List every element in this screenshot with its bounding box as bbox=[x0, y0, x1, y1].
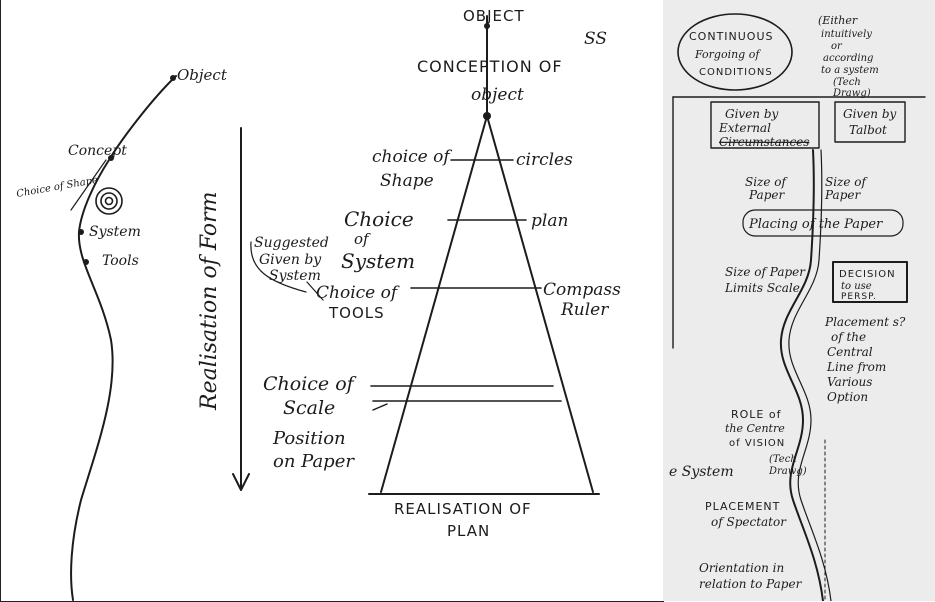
given-external-box bbox=[710, 101, 820, 149]
label-suggested-3: System bbox=[269, 268, 321, 284]
svg-text:DECISION: DECISION bbox=[839, 269, 896, 280]
pyramid bbox=[380, 115, 594, 493]
label-size-limits-2: Limits Scale bbox=[724, 281, 800, 295]
label-suggested-1: Suggested bbox=[254, 235, 329, 251]
label-choice-system-3: System bbox=[341, 249, 415, 273]
label-size-limits-1: Size of Paper bbox=[725, 265, 806, 279]
label-choice-system-2: of bbox=[354, 230, 371, 248]
process-curve bbox=[70, 75, 177, 601]
label-continuous-1: CONTINUOUS bbox=[689, 30, 774, 43]
svg-text:according: according bbox=[823, 53, 873, 64]
svg-text:Line from: Line from bbox=[826, 360, 886, 374]
label-ss: SS bbox=[584, 29, 607, 49]
given-talbot-box bbox=[834, 101, 906, 143]
svg-text:Circumstances: Circumstances bbox=[719, 135, 809, 149]
continuous-bubble bbox=[677, 13, 793, 91]
label-continuous-2: Forgoing of bbox=[694, 48, 761, 61]
line-scale bbox=[370, 385, 562, 402]
svg-text:Placement s?: Placement s? bbox=[824, 315, 906, 329]
label-position-1: Position bbox=[272, 428, 346, 449]
label-object: Object bbox=[177, 66, 228, 84]
label-choice-tools-1: Choice of bbox=[316, 283, 400, 303]
label-conception: CONCEPTION OF bbox=[417, 57, 563, 76]
form-arrow bbox=[232, 127, 250, 491]
svg-text:External: External bbox=[718, 121, 771, 135]
svg-text:PERSP.: PERSP. bbox=[841, 292, 877, 302]
label-choice-scale-1: Choice of bbox=[263, 373, 357, 395]
label-realisation-plan-1: REALISATION OF bbox=[394, 500, 532, 518]
label-choice-of-shape: Choice of Shape bbox=[16, 175, 99, 200]
concept-point bbox=[108, 155, 114, 161]
label-conception-object: object bbox=[471, 85, 524, 105]
label-object-top: OBJECT bbox=[463, 7, 525, 25]
label-circles: circles bbox=[516, 150, 573, 170]
object-point bbox=[170, 75, 176, 81]
decision-box bbox=[832, 261, 908, 303]
svg-text:to a system: to a system bbox=[821, 65, 879, 76]
label-tools: Tools bbox=[102, 253, 139, 269]
either-note: (Either intuitively or according to a sy… bbox=[818, 14, 879, 99]
svg-text:the Centre: the Centre bbox=[725, 422, 785, 435]
tools-point bbox=[83, 259, 89, 265]
svg-text:Talbot: Talbot bbox=[849, 123, 887, 137]
label-compass: Compass bbox=[543, 280, 621, 300]
label-choice-of-shape-2: Shape bbox=[380, 171, 434, 191]
label-continuous-3: CONDITIONS bbox=[699, 67, 773, 78]
left-sketch-panel: Object Concept Choice of Shape System To… bbox=[0, 0, 664, 602]
svg-text:intuitively: intuitively bbox=[821, 29, 872, 40]
shape-pointer bbox=[70, 159, 107, 211]
svg-text:Given by: Given by bbox=[843, 107, 897, 121]
svg-text:Given by: Given by bbox=[725, 107, 779, 121]
svg-text:of the: of the bbox=[831, 330, 866, 344]
suggested-brace bbox=[250, 241, 324, 301]
right-sketch-panel: CONTINUOUS Forgoing of CONDITIONS (Eithe… bbox=[663, 0, 935, 601]
svg-text:Drawg): Drawg) bbox=[832, 88, 871, 99]
label-ruler: Ruler bbox=[560, 300, 609, 320]
label-suggested-2: Given by bbox=[259, 252, 322, 268]
label-e-system: e System bbox=[669, 464, 734, 480]
label-size-paper-b2: Paper bbox=[824, 188, 861, 202]
svg-text:Option: Option bbox=[827, 390, 868, 404]
svg-text:of VISION: of VISION bbox=[729, 438, 785, 449]
svg-text:(Either: (Either bbox=[818, 14, 858, 27]
placement-central-note: Placement s? of the Central Line from Va… bbox=[824, 315, 906, 404]
label-size-paper-b1: Size of bbox=[825, 175, 869, 189]
svg-text:Central: Central bbox=[827, 345, 873, 359]
label-choice-tools-2: TOOLS bbox=[328, 304, 385, 322]
label-orientation-2: relation to Paper bbox=[699, 577, 803, 591]
label-orientation-1: Orientation in bbox=[699, 561, 784, 575]
label-plan: plan bbox=[531, 211, 568, 231]
svg-text:or: or bbox=[831, 41, 843, 52]
flow-path bbox=[779, 149, 824, 601]
svg-text:to use: to use bbox=[841, 281, 872, 292]
label-choice-of-shape-1: choice of bbox=[372, 147, 452, 167]
label-system: System bbox=[89, 224, 141, 240]
system-point bbox=[78, 229, 84, 235]
label-realisation-of-form: Realisation of Form bbox=[197, 191, 222, 411]
svg-text:Drawg): Drawg) bbox=[768, 466, 807, 477]
label-concept: Concept bbox=[68, 143, 127, 159]
perspective-flow-diagram: CONTINUOUS Forgoing of CONDITIONS (Eithe… bbox=[669, 13, 926, 601]
label-size-paper-a1: Size of bbox=[745, 175, 789, 189]
svg-text:Various: Various bbox=[827, 375, 872, 389]
label-position-2: on Paper bbox=[273, 451, 355, 472]
design-process-diagram: Object Concept Choice of Shape System To… bbox=[16, 7, 621, 601]
concentric-circles-icon bbox=[95, 187, 123, 215]
svg-text:(Tech: (Tech bbox=[769, 454, 797, 465]
placing-bubble bbox=[742, 209, 904, 237]
role-centre-note: ROLE of the Centre of VISION (Tech Drawg… bbox=[725, 408, 807, 477]
label-realisation-plan-2: PLAN bbox=[447, 522, 490, 540]
label-placement-spectator-1: PLACEMENT bbox=[705, 500, 780, 513]
label-placing: Placing of the Paper bbox=[748, 217, 883, 232]
svg-text:ROLE of: ROLE of bbox=[731, 408, 782, 421]
label-placement-spectator-2: of Spectator bbox=[711, 515, 787, 529]
label-choice-scale-2: Scale bbox=[283, 397, 335, 419]
label-size-paper-a2: Paper bbox=[748, 188, 785, 202]
svg-text:(Tech: (Tech bbox=[833, 77, 861, 88]
label-choice-system-1: Choice bbox=[344, 207, 414, 231]
